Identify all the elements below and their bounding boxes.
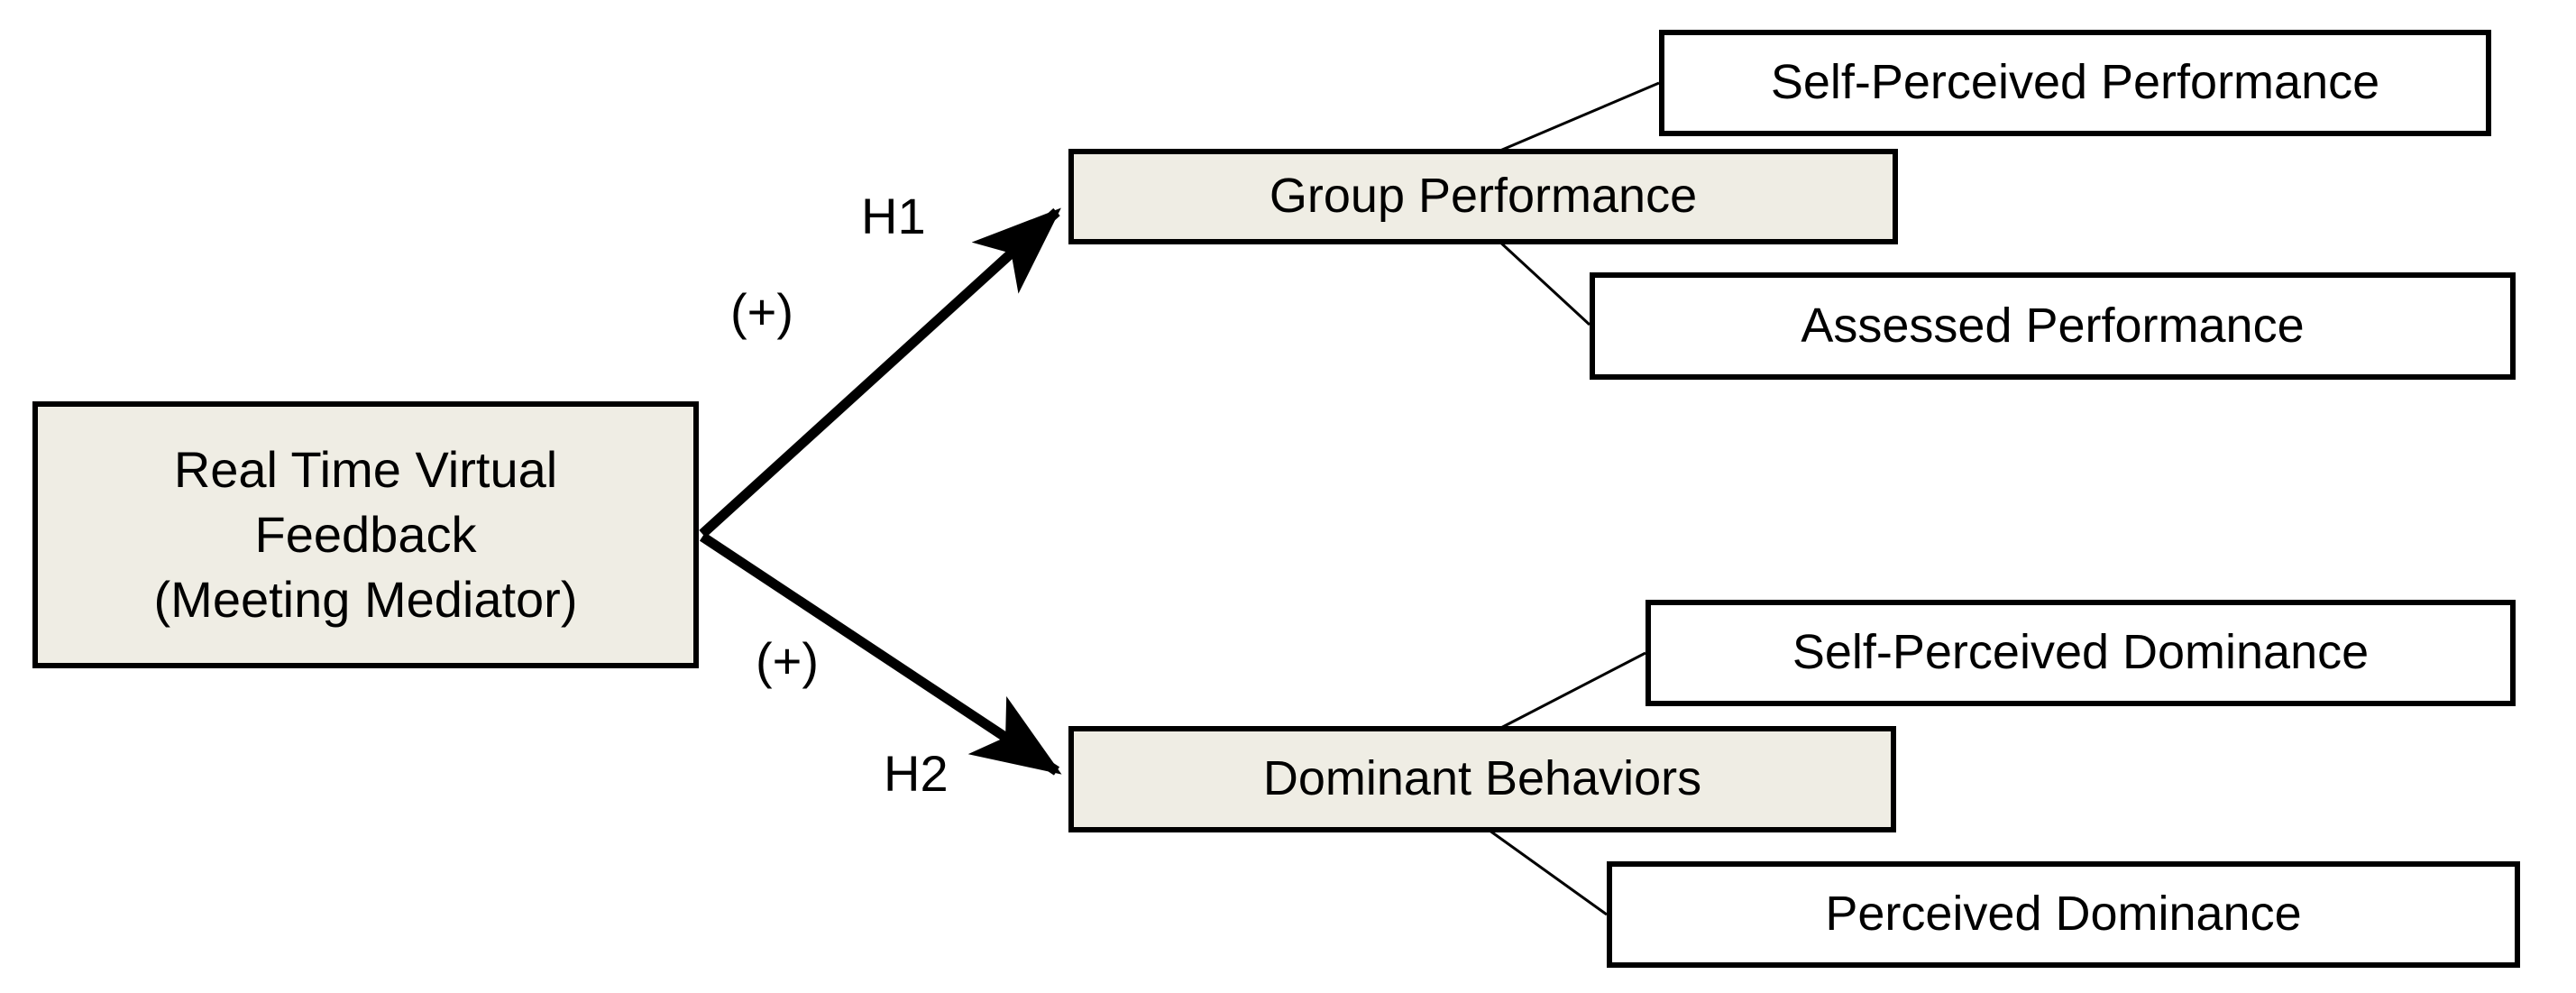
node-real-time-virtual-feedback[interactable]: Real Time Virtual Feedback (Meeting Medi… bbox=[32, 401, 699, 668]
node-self-perceived-performance[interactable]: Self-Perceived Performance bbox=[1659, 30, 2491, 136]
connector-dominant-behaviors-to-perceived-dominance bbox=[1485, 826, 1608, 916]
node-real-time-virtual-feedback-label: Real Time Virtual Feedback (Meeting Medi… bbox=[153, 441, 578, 628]
node-group-performance[interactable]: Group Performance bbox=[1068, 149, 1898, 244]
node-group-performance-label: Group Performance bbox=[1269, 169, 1698, 224]
node-self-perceived-dominance[interactable]: Self-Perceived Dominance bbox=[1646, 600, 2516, 706]
node-perceived-dominance-label: Perceived Dominance bbox=[1825, 887, 2302, 942]
node-dominant-behaviors-label: Dominant Behaviors bbox=[1262, 751, 1702, 806]
node-assessed-performance-label: Assessed Performance bbox=[1801, 298, 2305, 353]
node-perceived-dominance[interactable]: Perceived Dominance bbox=[1607, 861, 2520, 968]
edge-label-h1-sign: (+) bbox=[730, 283, 793, 340]
node-dominant-behaviors[interactable]: Dominant Behaviors bbox=[1068, 726, 1896, 832]
arrow-h1 bbox=[699, 207, 1061, 538]
connector-dominant-behaviors-to-self-perceived-dominance bbox=[1491, 651, 1646, 734]
edge-label-h1: H1 bbox=[861, 188, 926, 244]
edge-label-h2-sign: (+) bbox=[756, 632, 819, 689]
edge-label-h2: H2 bbox=[884, 745, 949, 802]
connector-group-performance-to-self-perceived-performance bbox=[1489, 81, 1660, 157]
node-self-perceived-performance-label: Self-Perceived Performance bbox=[1770, 55, 2380, 110]
node-assessed-performance[interactable]: Assessed Performance bbox=[1590, 272, 2516, 380]
connector-group-performance-to-assessed-performance bbox=[1495, 237, 1591, 326]
node-self-perceived-dominance-label: Self-Perceived Dominance bbox=[1792, 625, 2370, 680]
